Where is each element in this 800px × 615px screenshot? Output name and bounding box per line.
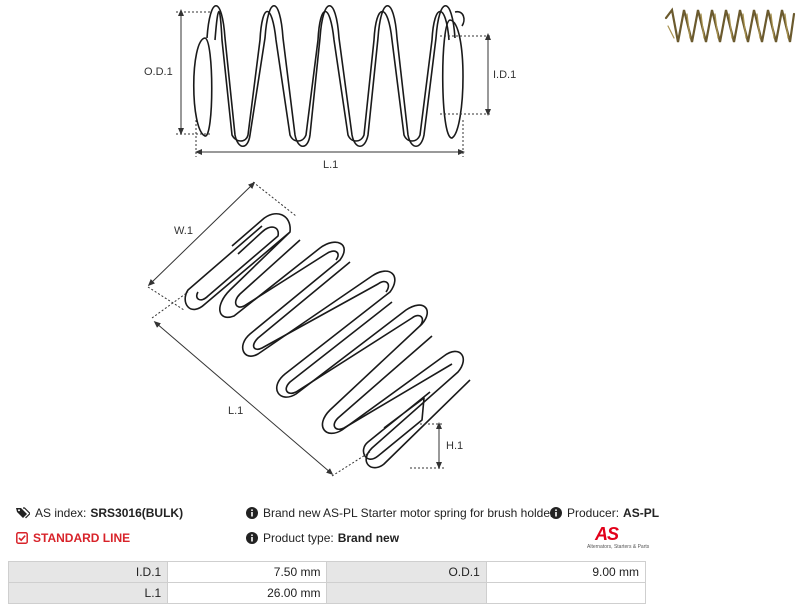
spec-key: L.1: [7, 582, 169, 604]
specs-table: I.D.1 7.50 mm O.D.1 9.00 mm L.1 26.00 mm: [7, 561, 647, 604]
technical-drawing: O.D.1 I.D.1 L.1 W.1 L.1 H.1: [144, 4, 796, 477]
logo-tagline: Alternators, Starters & Parts: [587, 544, 650, 550]
info-circle-icon: [246, 507, 258, 519]
spec-key: I.D.1: [7, 561, 169, 583]
spec-key: [326, 582, 487, 604]
standard-line-label: STANDARD LINE: [33, 531, 131, 545]
logo-brand: AS: [595, 524, 619, 544]
as-pl-logo: AS Alternators, Starters & Parts: [587, 524, 651, 552]
as-index-value: SRS3016(BULK): [90, 506, 184, 520]
spec-value: [485, 582, 647, 604]
bottom-spring-drawing: [184, 212, 471, 469]
height-label: H.1: [446, 440, 463, 452]
producer: Producer: AS-PL: [550, 506, 659, 520]
table-row: L.1 26.00 mm: [7, 582, 647, 604]
spec-value: 7.50 mm: [167, 561, 328, 583]
as-index-label: AS index:: [35, 506, 87, 520]
width-label: W.1: [174, 225, 193, 237]
description: Brand new AS-PL Starter motor spring for…: [246, 506, 554, 520]
product-type: Product type: Brand new: [246, 531, 399, 545]
spring-diagram: O.D.1 I.D.1 L.1 W.1 L.1 H.1: [144, 4, 796, 477]
top-spring-drawing: [192, 4, 465, 148]
table-row: I.D.1 7.50 mm O.D.1 9.00 mm: [7, 561, 647, 583]
info-circle-icon: [246, 532, 258, 544]
spec-key: O.D.1: [326, 561, 487, 583]
tags-icon: [16, 507, 30, 519]
standard-line: STANDARD LINE: [16, 531, 130, 545]
check-square-icon: [16, 532, 28, 544]
od-label: O.D.1: [144, 66, 173, 78]
top-dimension-lines: [176, 9, 492, 157]
producer-label: Producer:: [567, 506, 620, 520]
spec-value: 9.00 mm: [485, 561, 647, 583]
spring-photo: [664, 7, 796, 43]
product-type-label: Product type:: [263, 531, 334, 545]
as-index: AS index: SRS3016(BULK): [16, 506, 183, 520]
spec-value: 26.00 mm: [167, 582, 328, 604]
bottom-dimension-lines: [147, 181, 444, 477]
length-label-bottom: L.1: [228, 405, 243, 417]
length-label-top: L.1: [323, 159, 338, 171]
info-circle-icon: [550, 507, 562, 519]
product-type-value: Brand new: [337, 531, 400, 545]
id-label: I.D.1: [493, 69, 516, 81]
producer-value: AS-PL: [623, 506, 660, 520]
description-text: Brand new AS-PL Starter motor spring for…: [263, 506, 555, 520]
product-info: AS index: SRS3016(BULK) Brand new AS-PL …: [0, 500, 800, 558]
